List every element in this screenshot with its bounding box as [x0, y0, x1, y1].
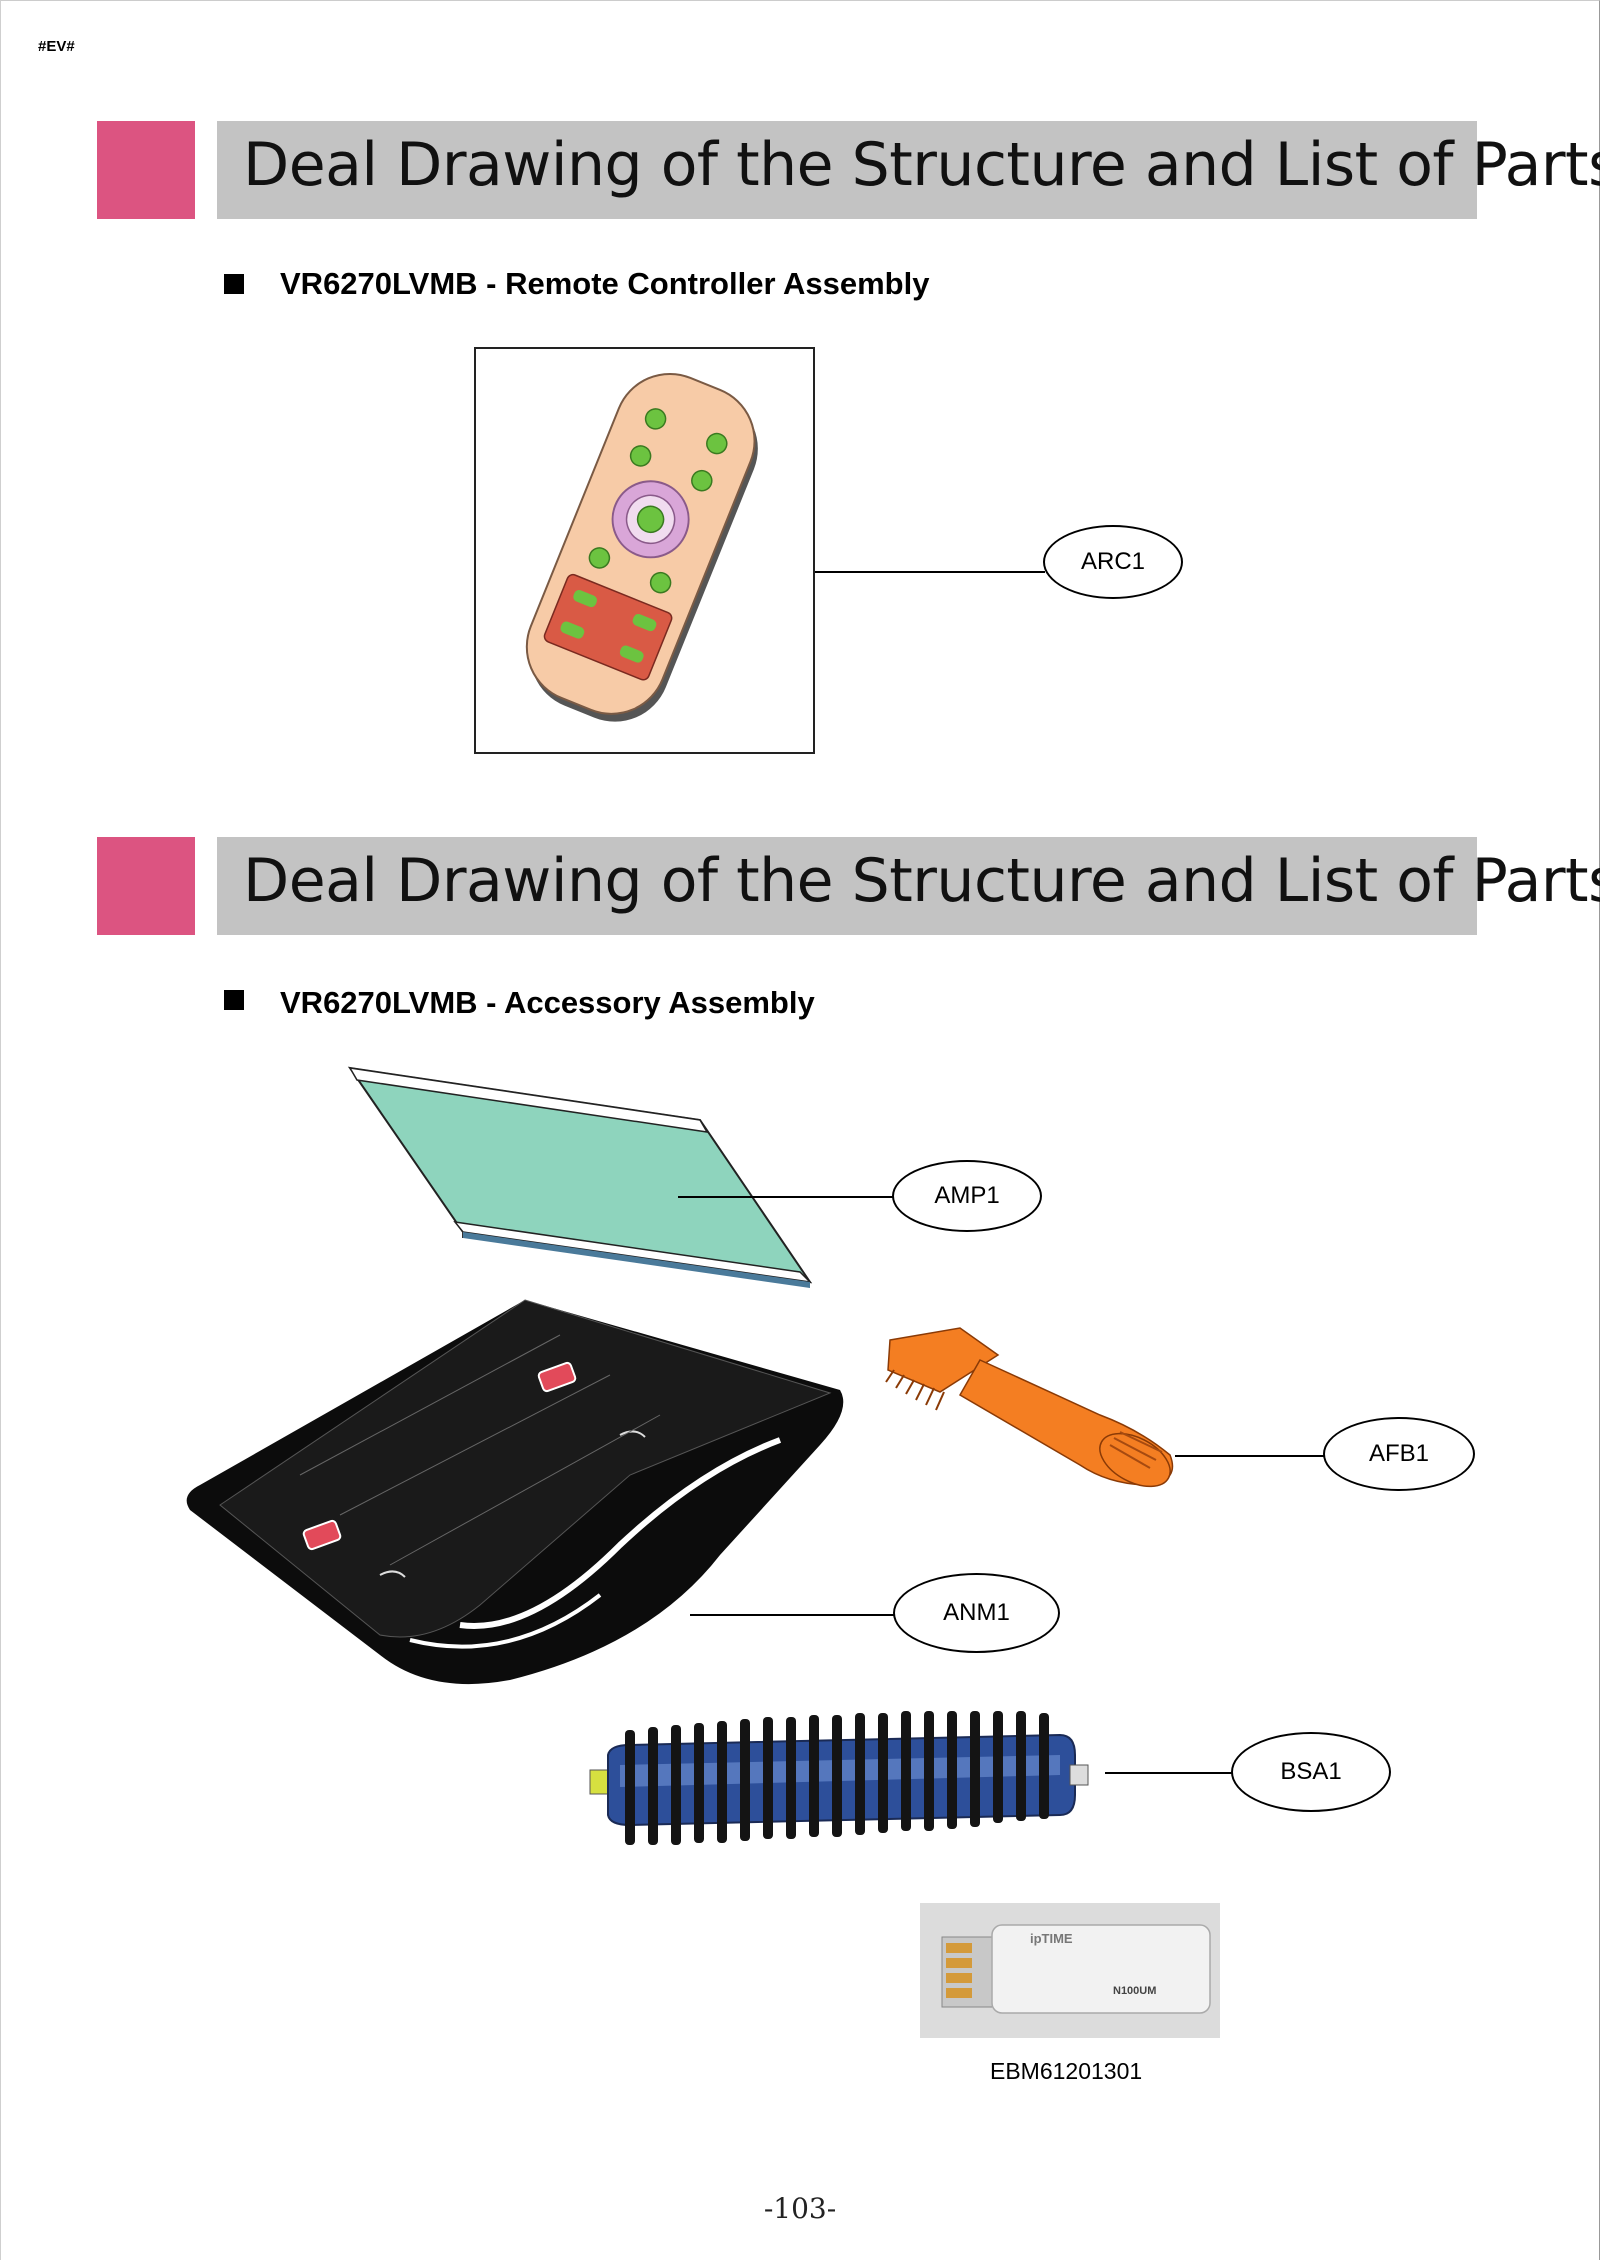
- anm1-frame-drawing: [186, 1299, 844, 1685]
- bsa1-roller-drawing: [589, 1711, 1089, 1845]
- arc1-callout: ARC1: [1043, 525, 1183, 599]
- usb-dongle-drawing: ipTIME N100UM: [920, 1903, 1220, 2038]
- section-1-accent: [97, 121, 195, 219]
- section-2-header-bar: [217, 837, 1477, 935]
- afb1-brush-drawing: [885, 1327, 1174, 1488]
- afb1-callout: AFB1: [1323, 1417, 1475, 1491]
- arc1-leader-line: [815, 571, 1045, 573]
- page-number: -103-: [763, 2192, 837, 2225]
- section-2-bullet: [224, 990, 244, 1010]
- section-1-bullet: [224, 274, 244, 294]
- section-2-title: Deal Drawing of the Structure and List o…: [243, 846, 1600, 916]
- anm1-leader-line: [690, 1614, 895, 1616]
- dongle-model: N100UM: [1113, 1985, 1156, 1997]
- bsa1-leader-line: [1105, 1772, 1233, 1774]
- header-mark: #EV#: [38, 38, 75, 55]
- amp1-leader-line: [678, 1196, 894, 1198]
- remote-controller-figure: [474, 347, 815, 754]
- dongle-brand: ipTIME: [1030, 1931, 1073, 1946]
- amp1-callout: AMP1: [892, 1160, 1042, 1232]
- amp1-mat-drawing: [347, 1066, 813, 1288]
- remote-controller-drawing: [525, 372, 758, 722]
- ebm61201301-label: EBM61201301: [990, 2058, 1143, 2084]
- anm1-callout: ANM1: [893, 1573, 1060, 1653]
- bsa1-callout: BSA1: [1231, 1732, 1391, 1812]
- afb1-leader-line: [1175, 1455, 1325, 1457]
- section-1-title: Deal Drawing of the Structure and List o…: [243, 130, 1600, 200]
- section-1-subtitle: VR6270LVMB - Remote Controller Assembly: [280, 266, 930, 301]
- section-2-accent: [97, 837, 195, 935]
- section-2-subtitle: VR6270LVMB - Accessory Assembly: [280, 985, 815, 1020]
- usb-dongle-photo: ipTIME N100UM: [920, 1903, 1220, 2038]
- section-1-header-bar: [217, 121, 1477, 219]
